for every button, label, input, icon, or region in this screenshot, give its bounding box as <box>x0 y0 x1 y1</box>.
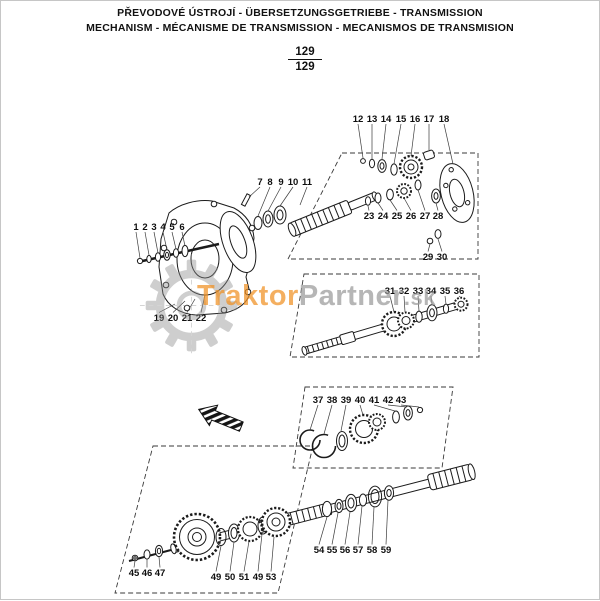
svg-text:38: 38 <box>327 395 338 406</box>
svg-text:49: 49 <box>253 572 264 583</box>
page-number-top: 129 <box>288 46 322 60</box>
svg-text:58: 58 <box>367 545 378 556</box>
page-header: PŘEVODOVÉ ÚSTROJÍ - ÜBERSETZUNGSGETRIEBE… <box>1 6 599 35</box>
group-box-bottom <box>114 445 314 594</box>
svg-text:9: 9 <box>278 177 283 188</box>
svg-text:8: 8 <box>267 177 272 188</box>
input-shaft-small-parts <box>136 242 220 265</box>
svg-text:43: 43 <box>396 395 407 406</box>
circlip-37 <box>299 429 321 451</box>
gearbox-housing <box>158 200 257 316</box>
end-cover-flange-18 <box>439 163 475 223</box>
svg-text:26: 26 <box>406 211 417 222</box>
svg-text:16: 16 <box>410 114 421 125</box>
svg-text:3: 3 <box>151 222 156 233</box>
svg-text:34: 34 <box>426 286 437 297</box>
svg-text:56: 56 <box>340 545 351 556</box>
svg-text:39: 39 <box>341 395 352 406</box>
svg-text:12: 12 <box>353 114 364 125</box>
svg-text:27: 27 <box>420 211 431 222</box>
svg-text:32: 32 <box>399 286 410 297</box>
svg-text:42: 42 <box>383 395 394 406</box>
svg-text:35: 35 <box>440 286 451 297</box>
svg-text:51: 51 <box>239 572 250 583</box>
output-shaft-assembly <box>128 463 476 562</box>
svg-text:20: 20 <box>168 313 179 324</box>
header-line-2: MECHANISM - MÉCANISME DE TRANSMISSION - … <box>86 21 514 34</box>
svg-text:19: 19 <box>154 313 165 324</box>
svg-text:11: 11 <box>302 177 313 188</box>
housing-flange <box>219 210 257 274</box>
svg-text:4: 4 <box>160 222 166 233</box>
page-number-bottom: 129 <box>295 61 315 73</box>
splined-shaft-11 <box>287 191 379 237</box>
page-number-fraction: 129 129 <box>288 46 322 73</box>
primary-shaft-assembly <box>240 191 379 237</box>
svg-text:1: 1 <box>133 222 139 233</box>
header-line-1: PŘEVODOVÉ ÚSTROJÍ - ÜBERSETZUNGSGETRIEBE… <box>117 7 483 19</box>
svg-text:54: 54 <box>314 545 325 556</box>
svg-text:49: 49 <box>211 572 222 583</box>
svg-text:50: 50 <box>225 572 236 583</box>
direction-arrow-icon <box>197 404 244 432</box>
group-box-lower-mid <box>292 386 454 469</box>
svg-text:40: 40 <box>355 395 366 406</box>
svg-text:10: 10 <box>288 177 299 188</box>
svg-text:21: 21 <box>182 313 193 324</box>
svg-text:46: 46 <box>142 568 153 579</box>
svg-text:18: 18 <box>439 114 450 125</box>
svg-text:53: 53 <box>266 572 277 583</box>
svg-text:15: 15 <box>396 114 407 125</box>
svg-text:41: 41 <box>369 395 380 406</box>
svg-text:55: 55 <box>327 545 338 556</box>
svg-text:47: 47 <box>155 568 166 579</box>
secondary-shaft-assembly <box>301 296 469 356</box>
svg-text:6: 6 <box>179 222 184 233</box>
svg-text:57: 57 <box>353 545 364 556</box>
svg-text:2: 2 <box>142 222 147 233</box>
svg-text:30: 30 <box>437 252 448 263</box>
svg-text:23: 23 <box>364 211 375 222</box>
svg-text:24: 24 <box>378 211 389 222</box>
svg-text:45: 45 <box>129 568 140 579</box>
svg-text:17: 17 <box>424 114 435 125</box>
svg-text:25: 25 <box>392 211 403 222</box>
svg-text:5: 5 <box>169 222 175 233</box>
svg-text:36: 36 <box>454 286 465 297</box>
group-box-middle <box>289 273 480 358</box>
svg-text:59: 59 <box>381 545 392 556</box>
svg-text:37: 37 <box>313 395 324 406</box>
svg-text:13: 13 <box>367 114 378 125</box>
upper-gear-set <box>360 149 475 245</box>
svg-text:14: 14 <box>381 114 392 125</box>
svg-text:33: 33 <box>413 286 424 297</box>
svg-text:31: 31 <box>385 286 396 297</box>
svg-text:7: 7 <box>257 177 262 188</box>
svg-text:29: 29 <box>423 252 434 263</box>
svg-text:28: 28 <box>433 211 444 222</box>
svg-text:22: 22 <box>196 313 207 324</box>
gear-cluster-37-43 <box>299 405 424 459</box>
circlip-38 <box>311 433 337 459</box>
